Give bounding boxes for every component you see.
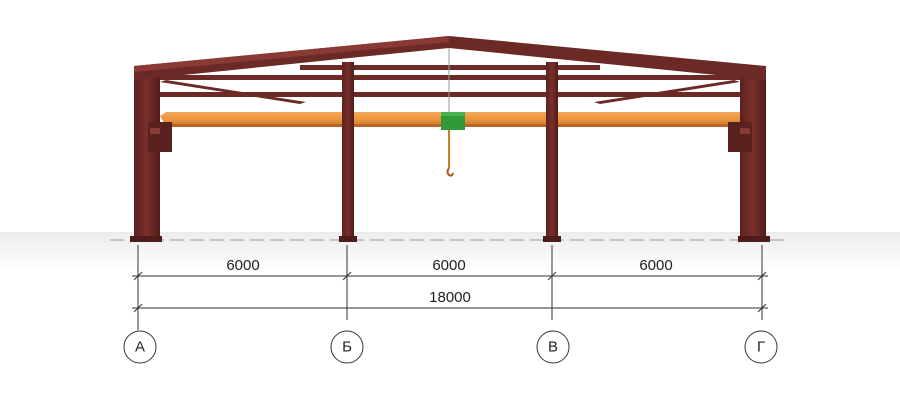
column-a [134,66,160,242]
roof-bracing [160,65,750,97]
column-b [342,62,354,242]
axis-label-b: Б [342,339,352,356]
columns [130,62,770,242]
axis-label-g: Г [757,339,765,356]
axis-markers: А Б В Г [123,320,778,364]
span-label-1: 6000 [226,257,259,274]
axis-marker-a: А [123,320,157,364]
total-span-label: 18000 [429,289,471,306]
axis-marker-b: Б [330,330,364,364]
span-label-3: 6000 [639,257,672,274]
crane-hoist [441,112,465,177]
span-label-2: 6000 [432,257,465,274]
roof-rafters [134,36,766,80]
axis-marker-v: В [536,330,570,364]
dimension-lines [132,245,768,320]
axis-marker-g: Г [744,330,778,364]
column-v [546,62,558,242]
axis-label-a: А [135,339,145,356]
column-g [740,66,766,242]
axis-label-v: В [548,339,558,356]
